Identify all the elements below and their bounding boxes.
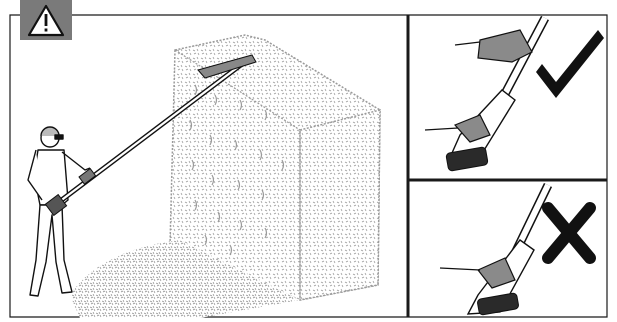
extension-pole (44, 54, 257, 217)
panel-correct-grip (424, 15, 549, 172)
warning-triangle-icon (27, 4, 65, 37)
panel-incorrect-grip (439, 183, 553, 316)
frame-lines (9, 14, 608, 318)
hedge-leaf-marks (189, 84, 285, 256)
cross-icon (542, 202, 596, 264)
hedge (169, 34, 381, 301)
checkmark-icon (536, 30, 604, 98)
glove-lower (453, 114, 491, 143)
operator-figure (27, 126, 91, 297)
glove-on-housing (477, 257, 516, 289)
ground-debris (70, 240, 300, 318)
glove-upper (477, 29, 533, 63)
